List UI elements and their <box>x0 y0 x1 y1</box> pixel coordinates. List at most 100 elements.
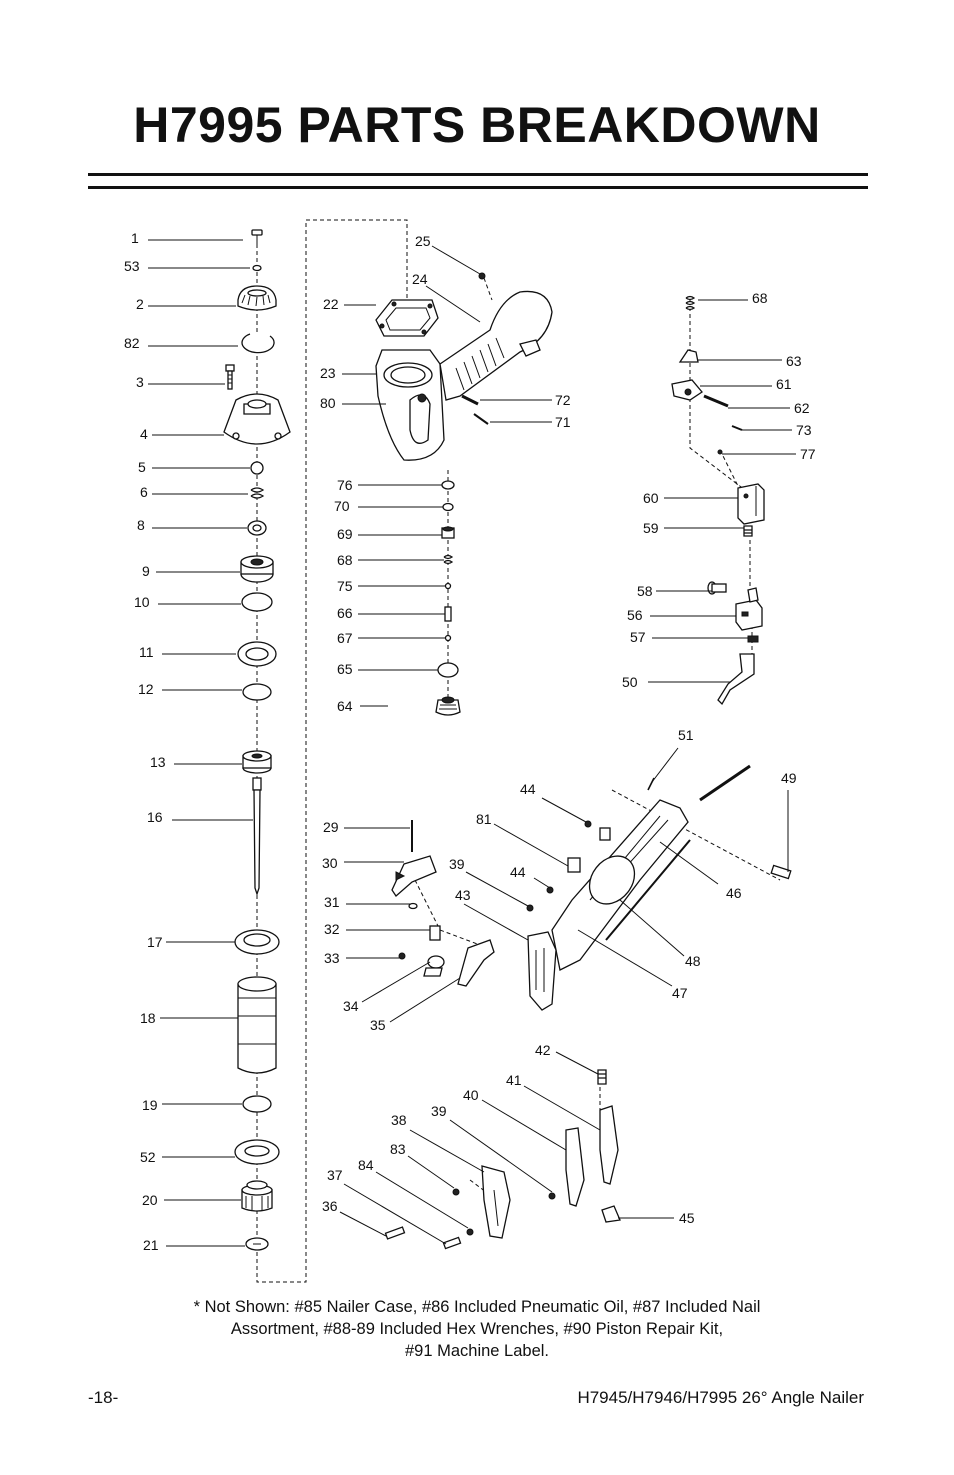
callout-62: 62 <box>794 400 810 416</box>
callout-38: 38 <box>391 1112 407 1128</box>
callout-49: 49 <box>781 770 797 786</box>
part-8-washer <box>247 520 267 536</box>
callout-63: 63 <box>786 353 802 369</box>
part-49-bolt <box>770 864 792 880</box>
callout-23: 23 <box>320 365 336 381</box>
part-31-washer <box>408 902 418 910</box>
part-41-latch <box>599 1105 619 1185</box>
part-73-pin <box>731 425 743 431</box>
callout-47: 47 <box>672 985 688 1001</box>
callout-19: 19 <box>142 1097 158 1113</box>
callout-50: 50 <box>622 674 638 690</box>
part-12-o-ring <box>242 683 272 701</box>
callout-59: 59 <box>643 520 659 536</box>
callout-83: 83 <box>390 1141 406 1157</box>
handle-assembly <box>375 272 553 716</box>
callout-5: 5 <box>138 459 146 475</box>
part-37-bolt <box>442 1236 462 1250</box>
callout-52: 52 <box>140 1149 156 1165</box>
callout-81: 81 <box>476 811 492 827</box>
callout-36: 36 <box>322 1198 338 1214</box>
callout-77: 77 <box>800 446 816 462</box>
part-25-screw <box>478 272 486 280</box>
part-67-ring <box>444 634 452 642</box>
part-19-o-ring <box>242 1095 272 1113</box>
callout-8: 8 <box>137 517 145 533</box>
callout-75: 75 <box>337 578 353 594</box>
page-number: -18- <box>88 1388 119 1407</box>
part-3-bolt <box>225 364 235 390</box>
part-42-spring <box>597 1069 607 1085</box>
callout-1: 1 <box>131 230 139 246</box>
note-line-1: * Not Shown: #85 Nailer Case, #86 Includ… <box>193 1298 761 1316</box>
callout-68-valve: 68 <box>337 552 353 568</box>
callout-20: 20 <box>142 1192 158 1208</box>
part-57-nut <box>747 635 759 643</box>
callout-31: 31 <box>324 894 340 910</box>
part-10-o-ring <box>241 592 273 612</box>
part-21-disc <box>245 1237 269 1251</box>
callout-72: 72 <box>555 392 571 408</box>
callout-53: 53 <box>124 258 140 274</box>
callout-11: 11 <box>139 644 154 660</box>
callout-6: 6 <box>140 484 148 500</box>
part-69-valve-cap <box>441 526 455 539</box>
part-16-driver-blade <box>252 777 262 897</box>
callout-41: 41 <box>506 1072 522 1088</box>
note-line-2: Assortment, #88-89 Included Hex Wrenches… <box>230 1320 724 1338</box>
part-5-bumper <box>250 461 264 475</box>
parts-diagram: 1 53 2 82 3 4 5 6 8 9 10 11 12 13 16 17 … <box>124 219 816 1283</box>
part-84-screw <box>466 1228 474 1236</box>
not-shown-note: * Not Shown: #85 Nailer Case, #86 Includ… <box>140 1296 814 1362</box>
footer-model-name: H7945/H7946/H7995 26° Angle Nailer <box>577 1388 864 1407</box>
callout-73: 73 <box>796 422 812 438</box>
callout-45: 45 <box>679 1210 695 1226</box>
part-44-screw-lower <box>546 886 554 894</box>
part-50-contact-arm <box>717 653 755 706</box>
part-59-spring <box>743 525 753 537</box>
part-34-roller <box>423 955 445 977</box>
part-81-block <box>567 857 581 873</box>
part-82-clip-ring <box>241 333 275 354</box>
callout-42: 42 <box>535 1042 551 1058</box>
part-9-head-valve <box>240 555 274 583</box>
callout-48: 48 <box>685 953 701 969</box>
callout-67: 67 <box>337 630 353 646</box>
callout-21: 21 <box>143 1237 159 1253</box>
callout-17: 17 <box>147 934 163 950</box>
part-13-piston <box>242 750 272 774</box>
callout-25: 25 <box>415 233 431 249</box>
callout-69: 69 <box>337 526 353 542</box>
part-22-gasket <box>375 299 439 337</box>
part-38-nose-guide <box>481 1165 511 1239</box>
callout-3: 3 <box>136 374 144 390</box>
callout-43: 43 <box>455 887 471 903</box>
callout-80: 80 <box>320 395 336 411</box>
part-18-cylinder <box>237 976 277 1074</box>
callout-2: 2 <box>136 296 144 312</box>
note-line-3: #91 Machine Label. <box>404 1342 550 1360</box>
part-4-cylinder-cap <box>223 393 291 445</box>
part-75-ball <box>444 582 452 590</box>
callout-66: 66 <box>337 605 353 621</box>
callout-12: 12 <box>138 681 154 697</box>
page-title: H7995 PARTS BREAKDOWN <box>133 97 821 153</box>
left-column-parts <box>223 229 291 1251</box>
callout-18: 18 <box>140 1010 156 1026</box>
callout-4: 4 <box>140 426 148 442</box>
part-68-trigger-spring <box>685 295 696 311</box>
part-61-trigger <box>671 379 703 401</box>
callout-24: 24 <box>412 271 428 287</box>
part-49-rod <box>699 764 751 802</box>
part-47-nose <box>527 931 557 1011</box>
callout-57: 57 <box>630 629 646 645</box>
part-6-spring <box>250 487 265 499</box>
part-20-cylinder-nut <box>241 1180 273 1212</box>
lower-assembly <box>384 1069 621 1250</box>
callout-44-lower: 44 <box>510 864 526 880</box>
callout-65: 65 <box>337 661 353 677</box>
part-66-valve-stem <box>444 606 452 622</box>
callout-44-upper: 44 <box>520 781 536 797</box>
part-83-screw <box>452 1188 460 1196</box>
callout-68-trigger: 68 <box>752 290 768 306</box>
